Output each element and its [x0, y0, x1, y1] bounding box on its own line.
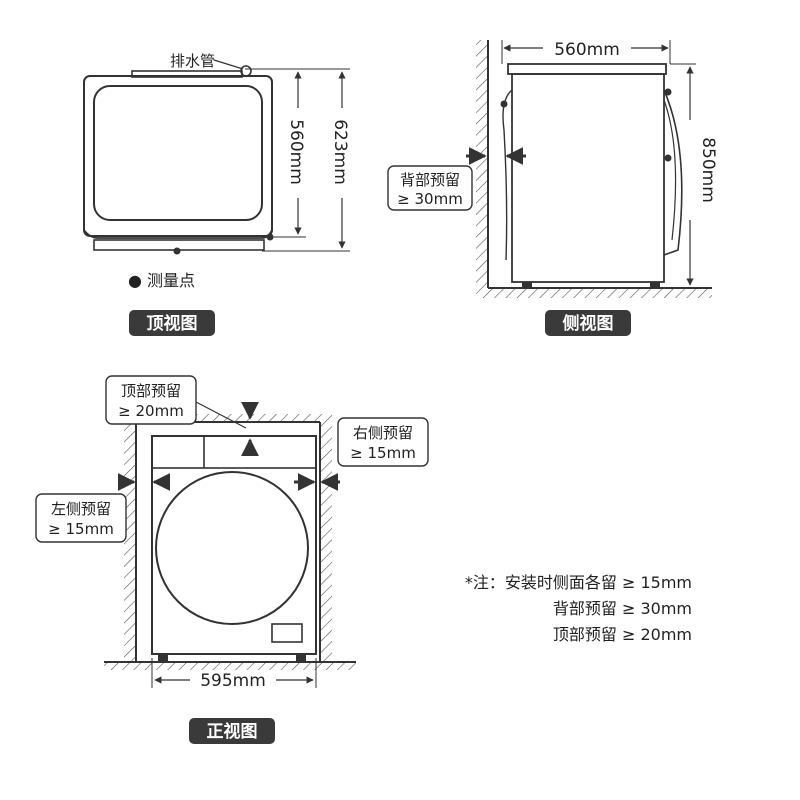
front-floor: [104, 662, 356, 670]
measure-dot-front: [173, 247, 181, 255]
top-view-lid: [93, 85, 263, 221]
top-total-depth-label: 623mm: [330, 119, 350, 185]
left-clearance-label: 左侧预留: [51, 500, 111, 518]
top-view-body: [83, 75, 273, 237]
right-clearance-value: ≥ 15mm: [350, 444, 416, 462]
drain-pipe-label: 排水管: [170, 52, 215, 70]
right-clearance-callout: [337, 417, 429, 467]
back-clearance-value: ≥ 30mm: [397, 190, 463, 208]
note-line-1: *注：安装时侧面各留 ≥ 15mm: [464, 573, 692, 592]
side-height-label: 850mm: [698, 137, 718, 203]
front-right-wall: [320, 414, 332, 662]
front-view-tag: 正视图: [189, 718, 275, 744]
measure-dot-side: [266, 233, 274, 241]
front-filter-cover: [271, 623, 303, 643]
left-clearance-callout: [35, 493, 127, 543]
svg-text:正视图: 正视图: [207, 721, 258, 742]
top-view: [83, 59, 350, 255]
side-body: [511, 73, 665, 283]
front-door: [155, 471, 309, 625]
left-clearance-value: ≥ 15mm: [48, 520, 114, 538]
side-view: [387, 40, 712, 298]
front-width-label: 595mm: [200, 671, 266, 691]
front-control-panel: [151, 435, 317, 469]
side-view-tag: 侧视图: [545, 310, 631, 336]
back-clearance-callout: [387, 165, 473, 211]
side-top-panel: [507, 63, 667, 75]
top-view-tag: 顶视图: [129, 310, 215, 336]
front-view: [35, 375, 429, 688]
installation-note: *注：安装时侧面各留 ≥ 15mm 背部预留 ≥ 30mm 顶部预留 ≥ 20m…: [465, 570, 692, 648]
right-clearance-label: 右侧预留: [353, 424, 413, 442]
top-clearance-label: 顶部预留: [121, 382, 181, 400]
measure-point-label: ● 测量点: [128, 271, 195, 290]
side-floor: [476, 288, 712, 298]
top-depth-label: 560mm: [286, 119, 306, 185]
top-clearance-value: ≥ 20mm: [118, 402, 184, 420]
side-wall: [476, 40, 488, 288]
svg-text:顶视图: 顶视图: [147, 313, 198, 334]
svg-text:侧视图: 侧视图: [563, 313, 614, 334]
note-line-3: 顶部预留 ≥ 20mm: [552, 625, 692, 644]
note-line-2: 背部预留 ≥ 30mm: [552, 599, 692, 618]
back-clearance-label: 背部预留: [400, 171, 460, 189]
top-clearance-callout: [105, 375, 197, 425]
side-depth-label: 560mm: [554, 40, 620, 60]
